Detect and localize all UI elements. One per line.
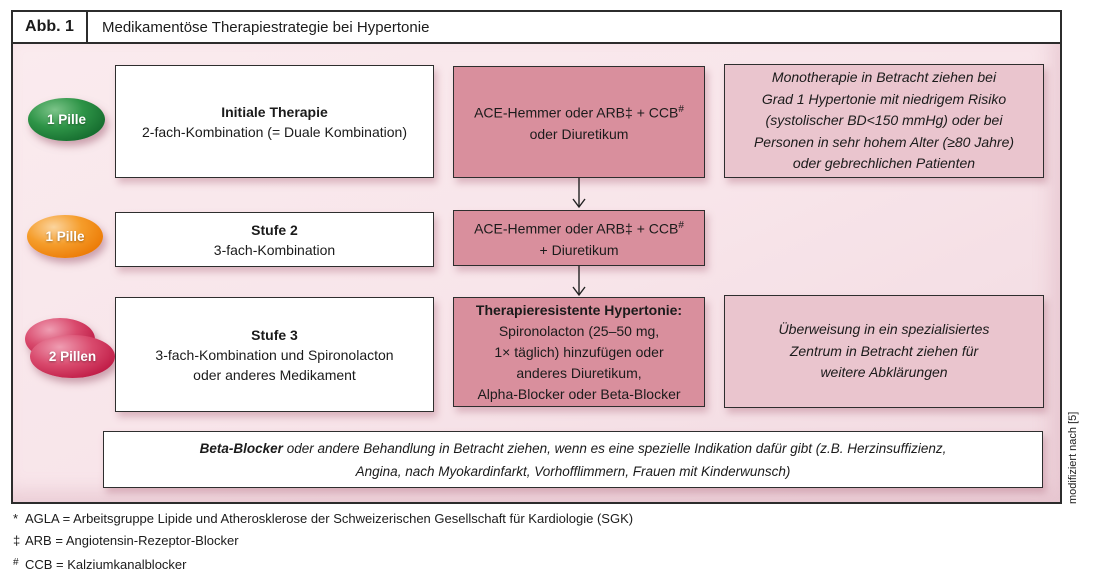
pill-icon-red-front: 2 Pillen bbox=[30, 335, 115, 378]
figure-label: Abb. 1 bbox=[13, 12, 88, 42]
stage-title: Stufe 2 bbox=[251, 221, 298, 238]
note-line: Überweisung in ein spezialisiertes bbox=[778, 321, 990, 338]
medication-line: ACE-Hemmer oder ARB‡ + CCB# bbox=[474, 99, 684, 124]
footnote-arb: ‡ ARB = Angiotensin-Rezeptor-Blocker bbox=[13, 530, 633, 552]
medication-box-resistant: Therapieresistente Hypertonie: Spironola… bbox=[453, 297, 705, 407]
footnote-agla: * AGLA = Arbeitsgruppe Lipide und Atheros… bbox=[13, 508, 633, 530]
bottom-note-line: Beta-Blocker oder andere Behandlung in B… bbox=[200, 437, 947, 460]
flow-arrow-down-2 bbox=[572, 266, 586, 297]
figure-title: Medikamentöse Therapiestrategie bei Hype… bbox=[102, 18, 430, 36]
footnotes: * AGLA = Arbeitsgruppe Lipide und Atheros… bbox=[13, 508, 633, 576]
note-line: Zentrum in Betracht ziehen für bbox=[789, 342, 979, 359]
diagram-panel: 1 Pille Initiale Therapie 2-fach-Kombina… bbox=[11, 44, 1062, 504]
stage-box-step2: Stufe 2 3-fach-Kombination bbox=[115, 212, 434, 267]
note-line: Monotherapie in Betracht ziehen bei bbox=[771, 69, 997, 86]
note-box-referral: Überweisung in ein spezialisiertes Zentr… bbox=[724, 295, 1044, 408]
stage-subtitle: 3-fach-Kombination bbox=[213, 241, 336, 258]
medication-line: ACE-Hemmer oder ARB‡ + CCB# bbox=[474, 215, 684, 240]
pill-icon-green: 1 Pille bbox=[28, 98, 105, 141]
footnote-ccb: # CCB = Kalziumkanalblocker bbox=[13, 552, 633, 576]
footnote-ref-hash: # bbox=[678, 220, 684, 232]
stage-subtitle: 2-fach-Kombination (= Duale Kombination) bbox=[142, 123, 407, 140]
note-line: Personen in sehr hohem Alter (≥80 Jahre) bbox=[753, 133, 1015, 150]
note-line: Grad 1 Hypertonie mit niedrigem Risiko bbox=[761, 90, 1007, 107]
bottom-note-text: oder andere Behandlung in Betracht ziehe… bbox=[282, 440, 947, 456]
footnote-marker: # bbox=[13, 557, 19, 568]
note-line: oder gebrechlichen Patienten bbox=[792, 155, 976, 172]
pill-label: 1 Pille bbox=[45, 229, 85, 244]
note-box-beta-blocker: Beta-Blocker oder andere Behandlung in B… bbox=[103, 431, 1043, 488]
bottom-note-lead: Beta-Blocker bbox=[199, 440, 283, 456]
medication-box-2: ACE-Hemmer oder ARB‡ + CCB# + Diuretikum bbox=[453, 210, 705, 266]
medication-line: + Diuretikum bbox=[539, 241, 619, 258]
medication-line: Alpha-Blocker oder Beta-Blocker bbox=[477, 385, 681, 402]
footnote-text: CCB = Kalziumkanalblocker bbox=[25, 557, 187, 572]
medication-line: 1× täglich) hinzufügen oder bbox=[494, 343, 664, 360]
source-credit: modifiziert nach [5] bbox=[1067, 411, 1079, 504]
figure-header: Abb. 1 Medikamentöse Therapiestrategie b… bbox=[11, 10, 1062, 44]
medication-line: oder Diuretikum bbox=[529, 125, 629, 142]
stage-subtitle: oder anderes Medikament bbox=[193, 366, 356, 383]
footnote-marker: ‡ bbox=[13, 533, 21, 548]
medication-line: anderes Diuretikum, bbox=[516, 364, 642, 381]
medication-text: ACE-Hemmer oder ARB‡ + CCB bbox=[474, 104, 679, 121]
footnote-text: AGLA = Arbeitsgruppe Lipide und Atherosk… bbox=[25, 511, 634, 526]
bottom-note-line: Angina, nach Myokardinfarkt, Vorhofflimm… bbox=[355, 463, 791, 479]
stage-box-step3: Stufe 3 3-fach-Kombination und Spironola… bbox=[115, 297, 434, 412]
pill-icon-orange: 1 Pille bbox=[27, 215, 103, 258]
footnote-text: ARB = Angiotensin-Rezeptor-Blocker bbox=[25, 533, 239, 548]
note-line: (systolischer BD<150 mmHg) oder bei bbox=[765, 112, 1003, 129]
medication-title: Therapieresistente Hypertonie: bbox=[475, 301, 683, 318]
medication-box-1: ACE-Hemmer oder ARB‡ + CCB# oder Diureti… bbox=[453, 66, 705, 178]
stage-subtitle: 3-fach-Kombination und Spironolacton bbox=[155, 346, 394, 363]
flow-arrow-down-1 bbox=[572, 178, 586, 209]
pill-label: 1 Pille bbox=[46, 112, 87, 127]
footnote-ref-hash: # bbox=[678, 104, 684, 116]
stage-box-initial: Initiale Therapie 2-fach-Kombination (= … bbox=[115, 65, 434, 178]
footnote-marker: * bbox=[13, 511, 19, 526]
medication-text: ACE-Hemmer oder ARB‡ + CCB bbox=[474, 220, 679, 237]
note-line: weitere Abklärungen bbox=[820, 364, 948, 381]
stage-title: Initiale Therapie bbox=[221, 103, 328, 120]
note-box-monotherapy: Monotherapie in Betracht ziehen bei Grad… bbox=[724, 64, 1044, 178]
medication-line: Spironolacton (25–50 mg, bbox=[498, 322, 660, 339]
pill-label: 2 Pillen bbox=[48, 349, 97, 364]
stage-title: Stufe 3 bbox=[251, 326, 298, 343]
